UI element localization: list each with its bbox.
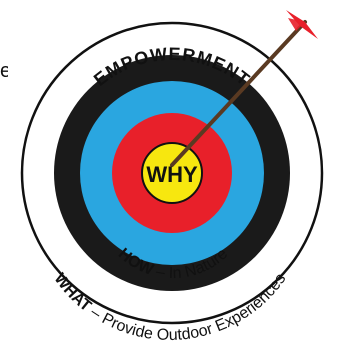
cropped-text-fragment: e <box>0 60 8 82</box>
arrow-shaft <box>170 20 307 167</box>
center-bullseye <box>141 142 203 204</box>
arrow-fletching-bottom <box>300 22 318 39</box>
center-label: WHY <box>146 162 198 187</box>
arrow-fletching-mid <box>288 18 305 31</box>
arrow-icon <box>286 10 318 39</box>
